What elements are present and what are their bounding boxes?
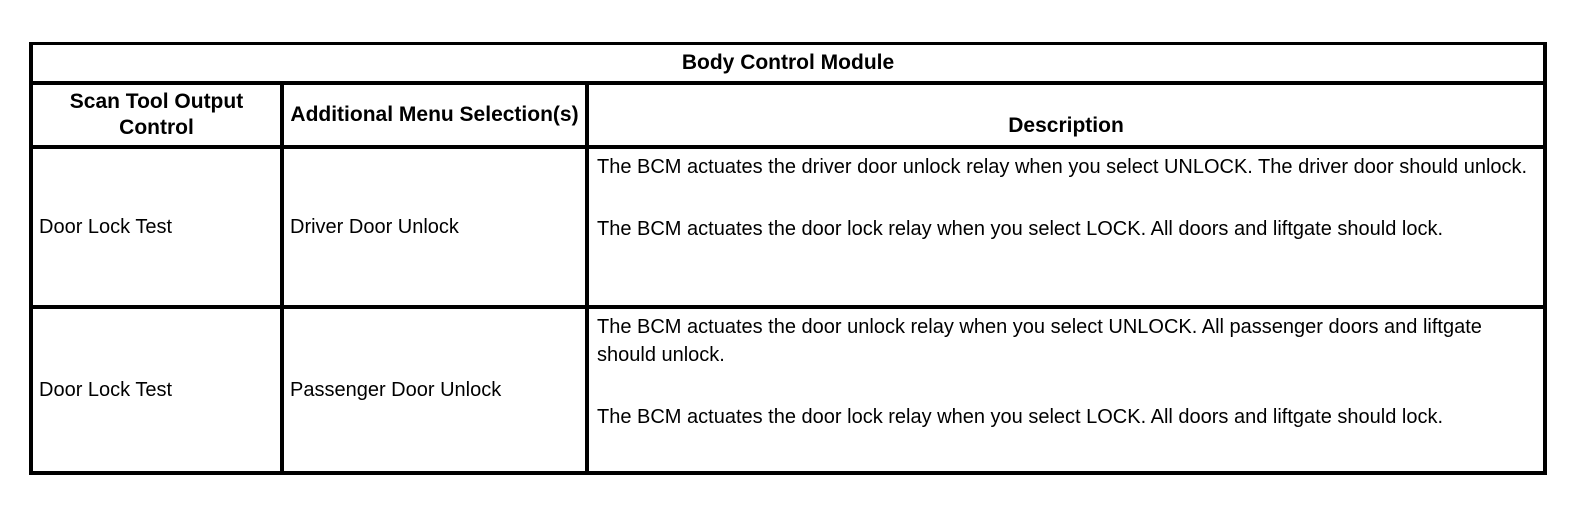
cell-scan-tool-output-control: Door Lock Test: [29, 305, 284, 475]
table-title-row: Body Control Module: [28, 42, 1548, 85]
cell-scan-tool-output-control: Door Lock Test: [29, 145, 284, 309]
table-row: Door Lock Test Passenger Door Unlock The…: [29, 305, 1548, 475]
column-header-additional-menu-selections: Additional Menu Selection(s): [280, 81, 589, 149]
description-paragraph: The BCM actuates the driver door unlock …: [597, 156, 1528, 178]
table-row: Door Lock Test Driver Door Unlock The BC…: [29, 145, 1548, 309]
description-paragraph: The BCM actuates the door unlock relay w…: [597, 316, 1482, 366]
table-header-row: Scan Tool Output Control Additional Menu…: [29, 81, 1548, 149]
description-paragraph: The BCM actuates the door lock relay whe…: [597, 218, 1443, 240]
column-header-scan-tool-output-control: Scan Tool Output Control: [29, 81, 284, 149]
cell-additional-menu-selection: Passenger Door Unlock: [280, 305, 589, 475]
cell-additional-menu-selection: Driver Door Unlock: [280, 145, 589, 309]
column-header-description: Description: [584, 81, 1548, 149]
cell-description: The BCM actuates the door unlock relay w…: [584, 305, 1548, 475]
description-paragraph: The BCM actuates the door lock relay whe…: [597, 406, 1443, 428]
table-title: Body Control Module: [28, 42, 1548, 85]
cell-description: The BCM actuates the driver door unlock …: [584, 145, 1548, 309]
body-control-module-table: Body Control Module Scan Tool Output Con…: [28, 42, 1548, 475]
